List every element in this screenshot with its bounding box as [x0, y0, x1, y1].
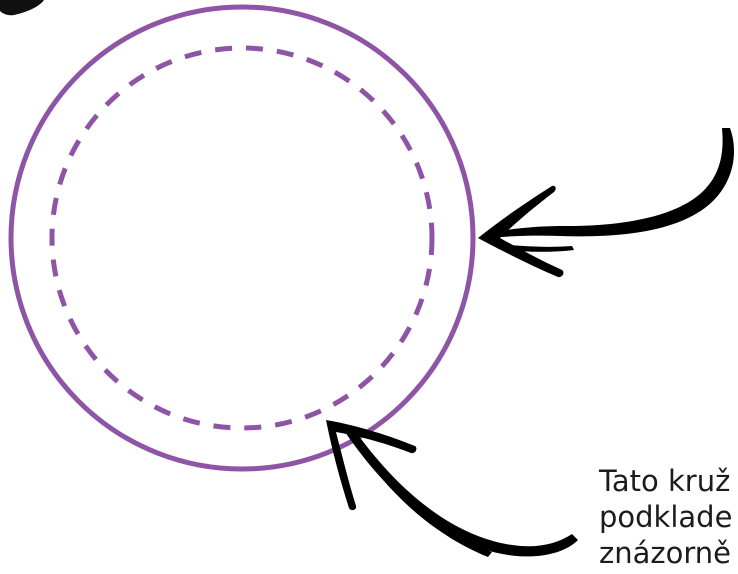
arrow-bottom-icon — [326, 420, 578, 557]
caption-line-3: znázorně — [599, 535, 738, 571]
inner-dashed-circle — [52, 48, 432, 428]
caption-text: Tato kruž podklade znázorně — [599, 463, 738, 571]
arrow-right-icon — [478, 128, 734, 277]
corner-brush-mark — [0, 0, 44, 15]
caption-line-2: podklade — [599, 499, 738, 535]
caption-line-1: Tato kruž — [599, 463, 738, 499]
outer-circle — [11, 7, 473, 469]
